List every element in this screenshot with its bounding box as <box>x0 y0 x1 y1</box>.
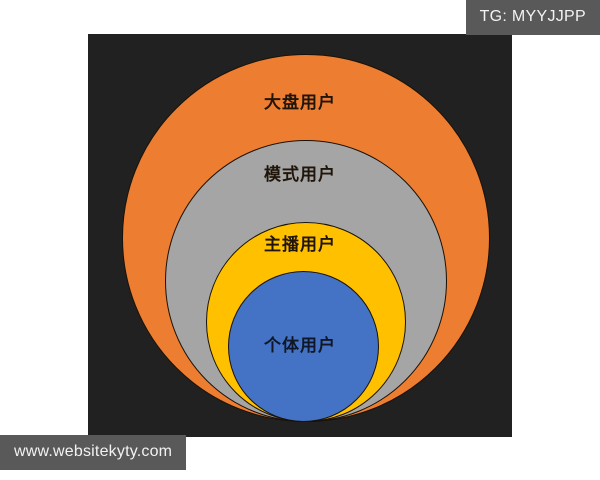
circle-label-second: 模式用户 <box>264 165 336 185</box>
circle-ge-ti-yong-hu[interactable] <box>228 271 379 422</box>
site-watermark: www.websitekyty.com <box>0 435 187 470</box>
telegram-handle-badge: TG: MYYJJPP <box>465 0 600 35</box>
circle-label-outer: 大盘用户 <box>264 93 336 113</box>
circle-label-inner: 个体用户 <box>264 336 336 356</box>
circle-label-third: 主播用户 <box>264 235 336 255</box>
diagram-panel: 大盘用户 模式用户 主播用户 个体用户 <box>88 34 512 437</box>
